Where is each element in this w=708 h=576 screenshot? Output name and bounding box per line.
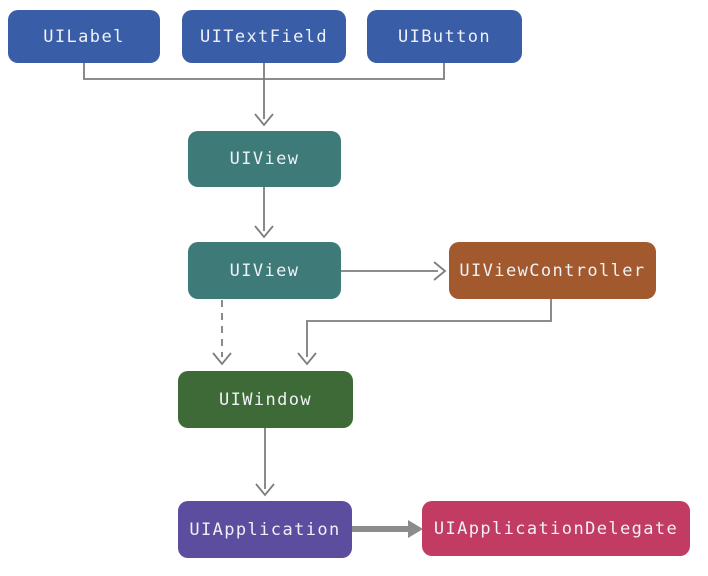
node-uiview-mid-label: UIView bbox=[229, 260, 300, 281]
arrowhead-uiwindow-icon bbox=[297, 352, 317, 366]
node-uiviewcontroller: UIViewController bbox=[449, 242, 656, 299]
node-uiview-mid: UIView bbox=[188, 242, 341, 299]
node-uiwindow: UIWindow bbox=[178, 371, 353, 428]
node-uiwindow-label: UIWindow bbox=[218, 389, 313, 410]
node-uiapplication-label: UIApplication bbox=[189, 519, 341, 540]
node-uiviewcontroller-label: UIViewController bbox=[459, 260, 646, 281]
node-uilabel-label: UILabel bbox=[43, 26, 125, 47]
arrowhead-delegate-icon bbox=[408, 520, 423, 538]
arrowhead-uiview-top-icon bbox=[254, 113, 274, 127]
arrowhead-uiwindow-dashed-icon bbox=[212, 352, 232, 366]
arrowhead-uiview-mid-icon bbox=[254, 225, 274, 239]
node-uiapplicationdelegate: UIApplicationDelegate bbox=[422, 501, 690, 556]
arrowhead-uiviewcontroller-icon bbox=[433, 261, 447, 281]
arrowhead-uiapplication-icon bbox=[255, 483, 275, 497]
node-uitextfield-label: UITextField bbox=[200, 26, 328, 47]
node-uiview-top-label: UIView bbox=[229, 149, 300, 169]
node-uiview-top: UIView bbox=[188, 131, 341, 187]
node-uiapplication: UIApplication bbox=[178, 501, 352, 558]
node-uiapplicationdelegate-label: UIApplicationDelegate bbox=[433, 518, 679, 539]
edge-uiviewcontroller-uiwindow bbox=[306, 299, 552, 357]
node-uibutton: UIButton bbox=[367, 10, 522, 63]
node-uibutton-label: UIButton bbox=[397, 26, 492, 47]
node-uilabel: UILabel bbox=[8, 10, 160, 63]
node-uitextfield: UITextField bbox=[182, 10, 346, 63]
